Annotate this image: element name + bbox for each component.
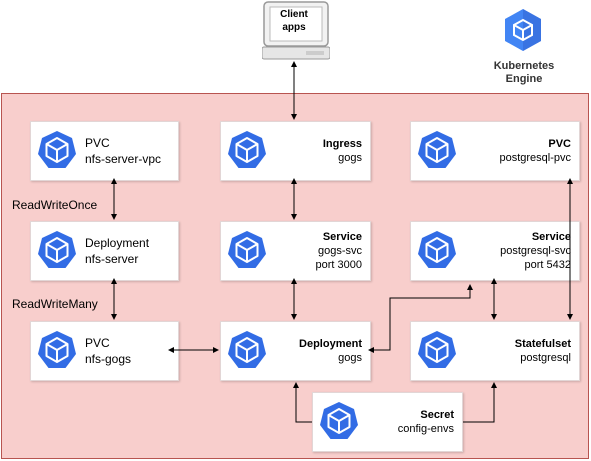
node-port: port 3000 bbox=[315, 259, 362, 271]
client-apps-label: Client apps bbox=[271, 8, 317, 34]
node-type: PVC bbox=[548, 138, 571, 150]
node-name: nfs-gogs bbox=[85, 352, 132, 366]
node-type: Service bbox=[322, 231, 362, 243]
client-label-line1: Client bbox=[280, 9, 308, 20]
gke-label-line2: Engine bbox=[505, 73, 543, 85]
pvc-postgresql-label: PVC postgresql-pvc bbox=[499, 122, 571, 180]
service-postgresql-node[interactable]: Service postgresql-svc port 5432 bbox=[410, 221, 580, 281]
node-port: port 5432 bbox=[524, 259, 571, 271]
edge-secret-deployment-gogs bbox=[293, 382, 312, 423]
node-name: postgresql bbox=[520, 352, 571, 364]
node-name: postgresql-svc bbox=[500, 245, 571, 257]
service-gogs-node[interactable]: Service gogs-svc port 3000 bbox=[220, 221, 371, 281]
node-name: gogs bbox=[338, 352, 362, 364]
edge-deployment-gogs-service-postgresql bbox=[368, 284, 473, 353]
node-type: Ingress bbox=[322, 138, 362, 150]
pvc-nfs-server-label: PVC nfs-server-vpc bbox=[85, 122, 161, 180]
pvc-postgresql-node[interactable]: PVC postgresql-pvc bbox=[410, 121, 580, 181]
deployment-gogs-node[interactable]: Deployment gogs bbox=[220, 321, 371, 381]
node-type: PVC bbox=[85, 336, 110, 350]
node-type: Deployment bbox=[299, 338, 362, 350]
secret-config-envs-node[interactable]: Secret config-envs bbox=[312, 392, 463, 452]
node-type: Statefulset bbox=[514, 338, 571, 350]
statefulset-postgresql-label: Statefulset postgresql bbox=[515, 322, 571, 380]
node-name: config-envs bbox=[397, 423, 454, 435]
node-name: postgresql-pvc bbox=[499, 152, 571, 164]
deployment-nfs-server-node[interactable]: Deployment nfs-server bbox=[30, 221, 179, 281]
read-write-many-label: ReadWriteMany bbox=[12, 297, 98, 311]
ingress-label: Ingress gogs bbox=[323, 122, 362, 180]
pvc-nfs-server-node[interactable]: PVC nfs-server-vpc bbox=[30, 121, 179, 181]
node-name: gogs bbox=[338, 152, 362, 164]
monitor-icon bbox=[262, 1, 330, 60]
secret-label: Secret config-envs bbox=[398, 393, 454, 451]
node-type: Service bbox=[531, 231, 571, 243]
deployment-nfs-server-label: Deployment nfs-server bbox=[85, 222, 149, 280]
node-name: nfs-server-vpc bbox=[85, 152, 162, 166]
pvc-nfs-gogs-label: PVC nfs-gogs bbox=[85, 322, 131, 380]
service-postgresql-label: Service postgresql-svc port 5432 bbox=[500, 222, 571, 280]
kubernetes-engine-label: Kubernetes Engine bbox=[478, 60, 570, 86]
node-name: nfs-server bbox=[85, 252, 139, 266]
pvc-nfs-gogs-node[interactable]: PVC nfs-gogs bbox=[30, 321, 179, 381]
gke-label-line1: Kubernetes bbox=[493, 60, 555, 72]
node-name: gogs-svc bbox=[317, 245, 362, 257]
client-label-line2: apps bbox=[282, 22, 306, 33]
deployment-gogs-label: Deployment gogs bbox=[299, 322, 362, 380]
node-type: Secret bbox=[420, 409, 454, 421]
read-write-once-label: ReadWriteOnce bbox=[12, 198, 98, 212]
kubernetes-engine-icon bbox=[505, 9, 541, 51]
edge-secret-statefulset bbox=[463, 382, 497, 423]
service-gogs-label: Service gogs-svc port 3000 bbox=[316, 222, 362, 280]
node-type: PVC bbox=[85, 136, 110, 150]
node-type: Deployment bbox=[85, 236, 150, 250]
ingress-gogs-node[interactable]: Ingress gogs bbox=[220, 121, 371, 181]
